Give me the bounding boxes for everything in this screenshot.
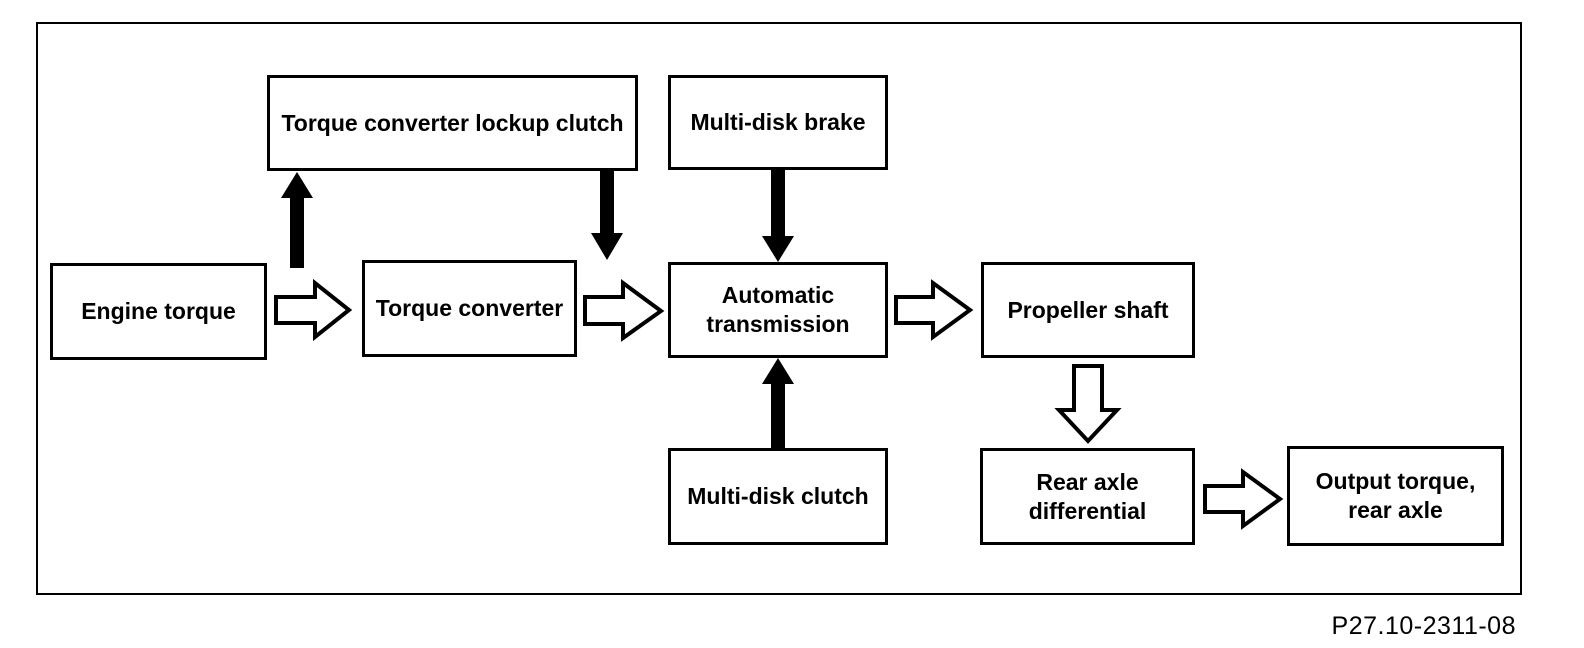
node-torque-converter-lockup-clutch: Torque converter lockup clutch <box>267 75 638 171</box>
node-output-torque-rear-axle: Output torque, rear axle <box>1287 446 1504 546</box>
node-torque-converter: Torque converter <box>362 260 577 357</box>
hollow-down-arrow-propeller-to-reardiff <box>1054 364 1122 444</box>
node-multi-disk-brake: Multi-disk brake <box>668 75 888 170</box>
node-label: Engine torque <box>81 298 236 325</box>
hollow-right-arrow-reardiff-to-output <box>1203 468 1284 530</box>
node-label: Automatic transmission <box>706 282 850 337</box>
hollow-right-arrow-transmission-to-propeller <box>894 279 974 341</box>
node-engine-torque: Engine torque <box>50 263 267 360</box>
node-rear-axle-differential: Rear axle differential <box>980 448 1195 545</box>
solid-down-arrow-brake-to-transmission <box>762 170 794 262</box>
node-propeller-shaft: Propeller shaft <box>981 262 1195 358</box>
solid-up-arrow-clutch-to-transmission <box>762 358 794 448</box>
hollow-right-arrow-engine-to-converter <box>274 278 353 342</box>
node-label: Torque converter <box>375 295 564 322</box>
node-automatic-transmission: Automatic transmission <box>668 262 888 358</box>
node-label: Multi-disk clutch <box>687 483 869 510</box>
node-label: Propeller shaft <box>1007 296 1169 323</box>
node-label: Output torque, rear axle <box>1315 468 1476 523</box>
solid-down-arrow-lockup-clutch-to-transmission <box>591 171 623 260</box>
node-label: Multi-disk brake <box>690 109 866 136</box>
node-label: Rear axle differential <box>1028 468 1147 524</box>
hollow-right-arrow-converter-to-transmission <box>583 279 665 342</box>
solid-up-arrow-engine-to-lockup-clutch <box>281 172 313 268</box>
node-label: Torque converter lockup clutch <box>281 109 624 136</box>
figure-number: P27.10-2311-08 <box>1331 612 1516 640</box>
node-multi-disk-clutch: Multi-disk clutch <box>668 448 888 545</box>
